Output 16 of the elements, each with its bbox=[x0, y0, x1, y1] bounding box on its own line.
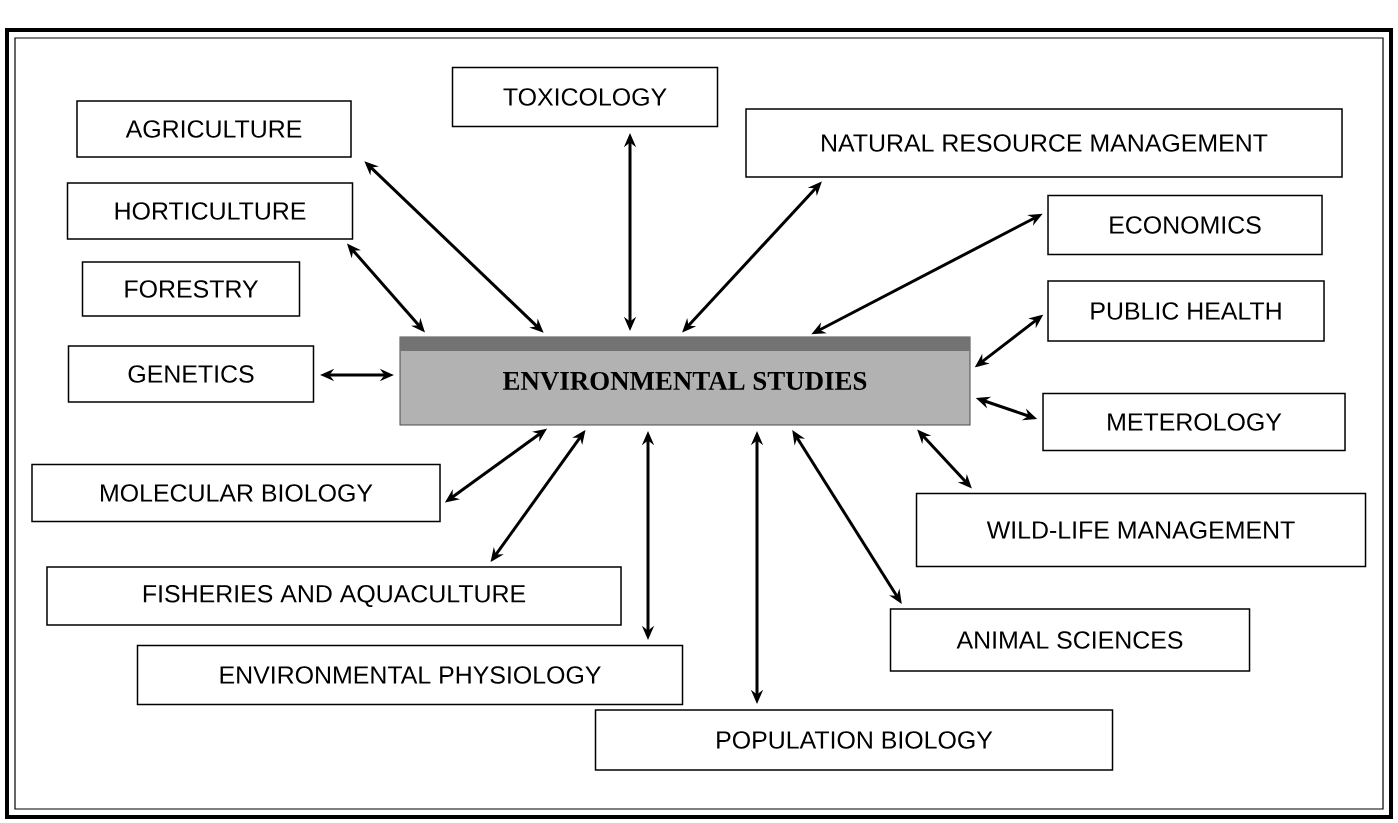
subject-box: TOXICOLOGY bbox=[451, 66, 719, 128]
subject-box: METEROLOGY bbox=[1042, 392, 1346, 452]
subject-box: WILD-LIFE MANAGEMENT bbox=[915, 492, 1367, 568]
subject-box: MOLECULAR BIOLOGY bbox=[31, 463, 441, 523]
subject-box: HORTICULTURE bbox=[66, 182, 354, 240]
subject-box: ANIMAL SCIENCES bbox=[889, 608, 1251, 672]
subject-box: FISHERIES AND AQUACULTURE bbox=[46, 566, 622, 626]
subject-box: AGRICULTURE bbox=[76, 100, 352, 158]
subject-box: POPULATION BIOLOGY bbox=[594, 709, 1114, 771]
subject-box: GENETICS bbox=[67, 345, 315, 403]
subject-box: ECONOMICS bbox=[1047, 194, 1323, 256]
title-block: ENVIRONMENTAL STUDIES bbox=[399, 336, 971, 426]
subject-box: FORESTRY bbox=[81, 261, 301, 317]
subject-box: ENVIRONMENTAL PHYSIOLOGY bbox=[136, 644, 684, 706]
subject-box: PUBLIC HEALTH bbox=[1047, 280, 1325, 342]
subject-box: NATURAL RESOURCE MANAGEMENT bbox=[745, 108, 1343, 178]
